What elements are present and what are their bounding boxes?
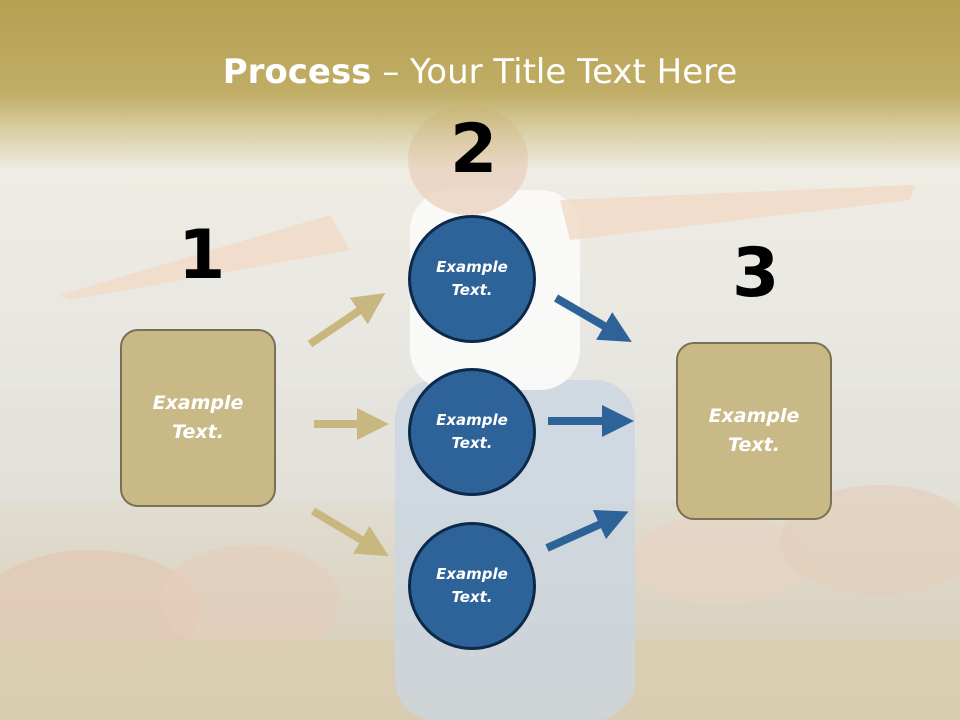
step-number-3: 3 [732, 234, 780, 313]
arrow-down-right-icon [553, 294, 632, 343]
right-text-box: Example Text. [676, 342, 832, 520]
circle-top: Example Text. [408, 215, 536, 343]
left-text-box: Example Text. [120, 329, 276, 507]
arrow-up-right-icon [307, 293, 386, 348]
step-number-1: 1 [178, 216, 226, 295]
slide-title: Process – Your Title Text Here [0, 52, 960, 92]
arrow-up-right-icon [545, 509, 629, 552]
arrow-down-right-icon [310, 507, 389, 557]
header-band [0, 0, 960, 170]
title-rest: – Your Title Text Here [371, 52, 738, 92]
circle-middle: Example Text. [408, 368, 536, 496]
step-number-2: 2 [450, 110, 498, 189]
title-bold: Process [222, 52, 372, 92]
circle-bottom: Example Text. [408, 522, 536, 650]
